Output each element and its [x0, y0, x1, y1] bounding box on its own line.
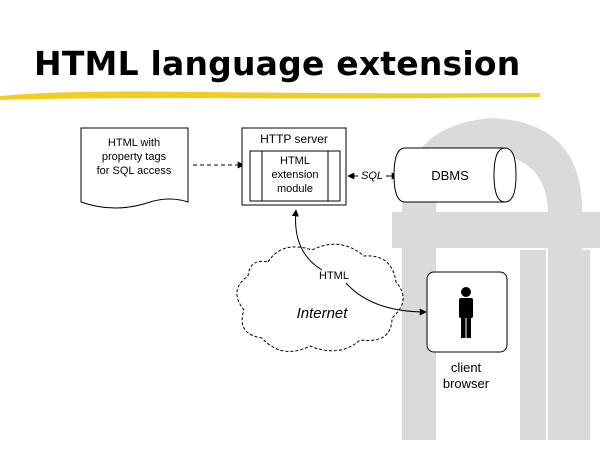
module-line: HTML — [280, 155, 310, 167]
http-server-label: HTTP server — [260, 132, 328, 146]
document-line: for SQL access — [97, 165, 172, 177]
internet-label: Internet — [297, 305, 349, 322]
html-document-node: HTML with property tags for SQL access — [80, 127, 189, 209]
person-icon — [459, 287, 473, 338]
client-line: browser — [443, 376, 490, 391]
html-to-client-arrow — [345, 282, 427, 316]
module-line: module — [277, 183, 313, 195]
sql-label-bg — [358, 168, 386, 182]
client-line: client — [451, 360, 482, 375]
client-node: client browser — [426, 271, 508, 391]
document-line: HTML with — [108, 137, 160, 149]
slide-title: HTML language extension — [34, 44, 521, 83]
dbms-node: DBMS — [393, 147, 517, 203]
internet-cloud-node: Internet — [236, 243, 404, 352]
html-to-server-arrow — [291, 209, 323, 271]
html-label: HTML — [319, 270, 349, 282]
dbms-label: DBMS — [431, 168, 469, 183]
sql-label: SQL — [361, 170, 383, 182]
module-line: extension — [271, 169, 318, 181]
document-line: property tags — [102, 151, 167, 163]
title-underline — [0, 91, 540, 100]
http-server-node: HTTP server HTML extension module — [241, 127, 347, 206]
